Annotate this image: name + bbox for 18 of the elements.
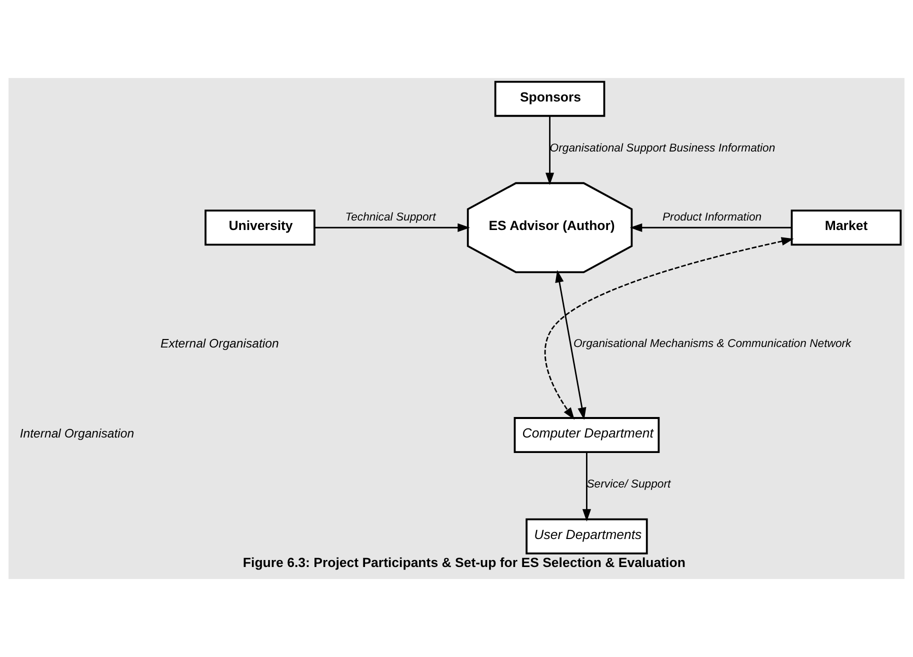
node-box: Market <box>790 210 902 246</box>
caption: Figure 6.3: Project Participants & Set-up for ES Selection & Evaluation <box>242 554 686 570</box>
edge-label: Product Information <box>662 212 762 224</box>
node-box: User Departments <box>526 518 648 554</box>
edge-label: Organisational Mechanisms & Communication Network <box>573 338 852 350</box>
arrow <box>555 270 586 420</box>
edge-label: Technical Support <box>345 212 436 224</box>
arrow <box>630 223 792 232</box>
label: External Organisation <box>160 336 279 350</box>
node-box: Computer Department <box>514 417 660 454</box>
label: Internal Organisation <box>20 426 134 440</box>
node-box: Sponsors <box>494 80 606 117</box>
arrow <box>582 452 592 522</box>
arrow <box>544 237 794 420</box>
node-box: University <box>204 210 316 246</box>
edge-label: Organisational Support Business Information <box>550 142 776 154</box>
arrow <box>545 116 554 186</box>
arrow <box>314 223 470 232</box>
